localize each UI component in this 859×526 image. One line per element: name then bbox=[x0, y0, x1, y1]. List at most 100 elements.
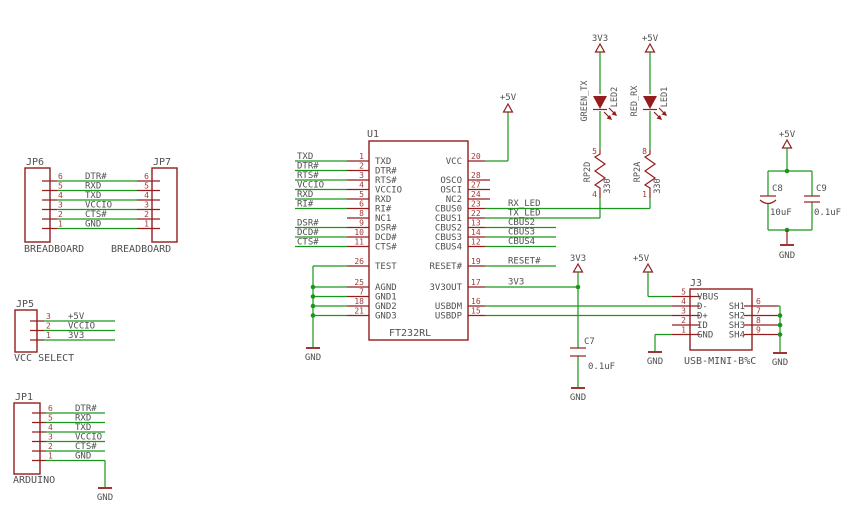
svg-text:RXD: RXD bbox=[297, 190, 313, 200]
svg-text:5: 5 bbox=[144, 182, 149, 191]
svg-text:11: 11 bbox=[354, 238, 364, 247]
svg-text:DCD#: DCD# bbox=[297, 228, 319, 238]
svg-text:SH4: SH4 bbox=[729, 331, 745, 341]
jp1-gnd-symbol: GND bbox=[97, 487, 113, 503]
rp2d-value: 330 bbox=[603, 178, 613, 193]
svg-text:3: 3 bbox=[58, 201, 63, 210]
svg-text:NC1: NC1 bbox=[375, 214, 391, 224]
svg-text:TXD: TXD bbox=[85, 191, 101, 201]
svg-text:OSCI: OSCI bbox=[440, 186, 462, 196]
svg-text:CBUS2: CBUS2 bbox=[435, 224, 462, 234]
svg-text:USBDP: USBDP bbox=[435, 312, 463, 322]
svg-text:VCCIO: VCCIO bbox=[85, 201, 112, 211]
svg-text:3: 3 bbox=[48, 433, 53, 442]
c8-c9-gnd-symbol: GND bbox=[779, 230, 795, 261]
c9-ref: C9 bbox=[816, 184, 827, 194]
c8-ref: C8 bbox=[772, 184, 783, 194]
svg-text:2: 2 bbox=[144, 210, 149, 219]
svg-text:15: 15 bbox=[471, 307, 481, 316]
svg-text:+5V: +5V bbox=[68, 312, 85, 322]
svg-text:4: 4 bbox=[58, 191, 63, 200]
jp5-group: JP5 VCC SELECT 3 2 1 +5V VCCIO 3V3 bbox=[14, 299, 115, 364]
svg-text:OSCO: OSCO bbox=[440, 176, 462, 186]
c9-capacitor: C9 0.1uF bbox=[804, 184, 841, 218]
svg-text:1: 1 bbox=[681, 326, 686, 335]
svg-text:VBUS: VBUS bbox=[697, 293, 719, 303]
jp1-net-labels: DTR# RXD TXD VCCIO CTS# GND bbox=[75, 404, 102, 462]
svg-text:RESET#: RESET# bbox=[508, 257, 541, 267]
led1-ref: LED1 bbox=[660, 87, 670, 107]
c8-c9-group: +5V C8 10uF C9 0.1uF GND bbox=[759, 130, 841, 261]
jp5-caption: VCC SELECT bbox=[14, 353, 74, 364]
rp2d-resistor: 5 4 RP2D 330 bbox=[583, 147, 613, 199]
j3-left-pin-names: VBUS D- D+ ID GND bbox=[697, 293, 719, 341]
rp2a-value: 330 bbox=[653, 178, 663, 193]
svg-text:SH1: SH1 bbox=[729, 302, 745, 312]
svg-text:CBUS1: CBUS1 bbox=[435, 214, 462, 224]
svg-text:2: 2 bbox=[58, 210, 63, 219]
svg-text:CBUS4: CBUS4 bbox=[435, 243, 462, 253]
svg-text:22: 22 bbox=[471, 209, 481, 218]
svg-text:GND1: GND1 bbox=[375, 293, 397, 303]
v5-supply-triangle bbox=[781, 138, 793, 149]
gnd-label: GND bbox=[97, 493, 113, 503]
svg-text:TEST: TEST bbox=[375, 262, 397, 272]
vcc-5v-supply-symbol: +5V bbox=[500, 93, 517, 113]
led1-symbol bbox=[643, 96, 667, 120]
c7-gnd-symbol: GND bbox=[570, 387, 586, 403]
v33-label: 3V3 bbox=[592, 34, 608, 44]
svg-text:3V3: 3V3 bbox=[508, 278, 524, 288]
jp6-ref: JP6 bbox=[26, 157, 44, 168]
svg-text:GND: GND bbox=[697, 331, 713, 341]
j3-left-pin-numbers: 5 4 3 2 1 bbox=[681, 288, 686, 335]
svg-text:CTS#: CTS# bbox=[375, 243, 397, 253]
svg-text:CBUS0: CBUS0 bbox=[435, 205, 462, 215]
v5-label: +5V bbox=[500, 93, 517, 103]
jp1-body bbox=[13, 402, 41, 475]
svg-text:1: 1 bbox=[58, 220, 63, 229]
svg-text:25: 25 bbox=[354, 278, 364, 287]
jp7-ref: JP7 bbox=[153, 157, 171, 168]
svg-text:1: 1 bbox=[642, 190, 647, 199]
svg-text:10: 10 bbox=[354, 228, 364, 237]
v33-label: 3V3 bbox=[570, 254, 586, 264]
jp7-caption: BREADBOARD bbox=[111, 244, 171, 255]
svg-text:19: 19 bbox=[471, 257, 481, 266]
jp6-jp7-net-labels: DTR# RXD TXD VCCIO CTS# GND bbox=[85, 172, 112, 230]
j3-caption: USB-MINI-B%C bbox=[684, 356, 756, 367]
svg-text:GND: GND bbox=[85, 220, 101, 230]
svg-text:TXD: TXD bbox=[375, 157, 391, 167]
jp1-caption: ARDUINO bbox=[13, 475, 55, 486]
svg-text:6: 6 bbox=[58, 172, 63, 181]
v5-supply-triangle bbox=[642, 262, 654, 273]
svg-text:6: 6 bbox=[359, 200, 364, 209]
jp1-pin-numbers: 6 5 4 3 2 1 bbox=[48, 404, 53, 461]
gnd-label: GND bbox=[570, 393, 586, 403]
v5-supply-triangle bbox=[644, 42, 656, 53]
svg-text:VCCIO: VCCIO bbox=[68, 322, 95, 332]
c7-group: 3V3 C7 0.1uF GND bbox=[570, 254, 615, 403]
svg-text:RTS#: RTS# bbox=[297, 171, 319, 181]
svg-text:RTS#: RTS# bbox=[375, 176, 397, 186]
svg-text:CBUS4: CBUS4 bbox=[508, 237, 535, 247]
jp1-ref: JP1 bbox=[15, 392, 33, 403]
svg-text:D+: D+ bbox=[697, 312, 708, 322]
svg-text:CTS#: CTS# bbox=[85, 210, 107, 220]
gnd-label: GND bbox=[772, 358, 788, 368]
u1-gnd-symbol: GND bbox=[305, 347, 321, 363]
c7-capacitor: C7 0.1uF bbox=[570, 337, 615, 372]
j3-right-gnd-symbol: GND bbox=[772, 352, 788, 368]
svg-text:GND2: GND2 bbox=[375, 302, 397, 312]
svg-text:NC2: NC2 bbox=[446, 195, 462, 205]
gnd-label: GND bbox=[647, 357, 663, 367]
jp5-ref: JP5 bbox=[16, 299, 34, 310]
v33-supply-triangle bbox=[594, 42, 606, 53]
svg-text:AGND: AGND bbox=[375, 283, 397, 293]
led2-value: GREEN_TX bbox=[580, 80, 590, 122]
svg-text:17: 17 bbox=[471, 278, 481, 287]
led2-symbol bbox=[593, 96, 617, 120]
gnd-label: GND bbox=[779, 251, 795, 261]
v5-label: +5V bbox=[642, 34, 659, 44]
svg-text:7: 7 bbox=[756, 307, 761, 316]
